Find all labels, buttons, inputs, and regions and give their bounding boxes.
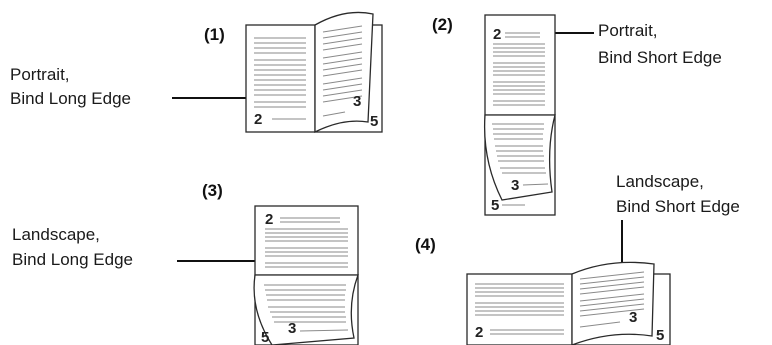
diagram-4-label-line-2: Bind Short Edge: [616, 197, 740, 216]
diagram-3-label-line-1: Landscape,: [12, 225, 100, 244]
diagram-2-page-2: 2: [493, 26, 501, 43]
diagram-4-turning-page-text: [579, 271, 645, 328]
diagram-3-page-2: 2: [265, 211, 273, 228]
diagram-1-portrait-bind-long-edge: (1) Portrait, Bind Long Edge 2 3 5: [10, 11, 383, 134]
diagram-1-page-2: 2: [254, 111, 262, 128]
diagram-1-label-line-1: Portrait,: [10, 65, 70, 84]
diagram-2-turning-page-text: [492, 123, 549, 186]
diagram-4-number: (4): [415, 235, 436, 254]
diagram-1-turning-page-text: [322, 25, 363, 117]
diagram-2-page-3: 3: [511, 177, 519, 194]
diagram-2-number: (2): [432, 15, 453, 34]
diagram-3-top-page-text: [265, 217, 348, 268]
diagram-4-landscape-bind-short-edge: (4) Landscape, Bind Short Edge 2 3 5: [415, 172, 740, 345]
diagram-1-page-3: 3: [353, 93, 361, 110]
diagram-4-label-line-1: Landscape,: [616, 172, 704, 191]
diagram-4-page-3: 3: [629, 309, 637, 326]
diagram-2-top-page-text: [493, 32, 545, 106]
diagram-2-page-5: 5: [491, 197, 499, 214]
diagram-3-label-line-2: Bind Long Edge: [12, 250, 133, 269]
diagram-3-page-5: 5: [261, 329, 269, 345]
diagram-3-turning-page-text: [264, 284, 349, 332]
diagram-1-turning-page: [314, 11, 374, 134]
diagram-4-page-2: 2: [475, 324, 483, 341]
diagram-3-number: (3): [202, 181, 223, 200]
diagram-3-page-3: 3: [288, 320, 296, 337]
diagram-2-portrait-bind-short-edge: (2) Portrait, Bind Short Edge 2 3 5: [432, 14, 722, 216]
diagram-1-left-page-text: [254, 37, 306, 120]
diagram-3-landscape-bind-long-edge: (3) Landscape, Bind Long Edge 2 3 5: [12, 181, 359, 345]
diagram-2-turning-page: [483, 114, 556, 201]
diagram-1-number: (1): [204, 25, 225, 44]
diagram-1-page-5: 5: [370, 113, 378, 130]
diagram-4-page-5: 5: [656, 327, 664, 344]
diagram-1-label-line-2: Bind Long Edge: [10, 89, 131, 108]
diagram-4-turning-page: [571, 261, 655, 345]
diagram-3-turning-page: [253, 274, 359, 345]
diagram-4-left-page-text: [475, 283, 564, 335]
diagram-2-label-line-1: Portrait,: [598, 21, 658, 40]
diagram-2-label-line-2: Bind Short Edge: [598, 48, 722, 67]
